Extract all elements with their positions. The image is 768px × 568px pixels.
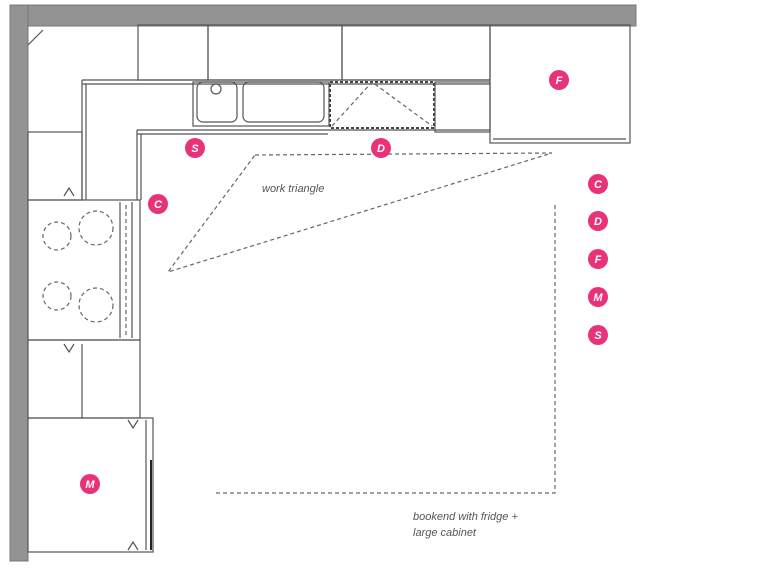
bookend-label-1: bookend with fridge +	[413, 511, 518, 523]
marker-microwave: M	[80, 474, 100, 494]
svg-text:microwave oven: microwave oven	[626, 293, 712, 305]
fridge	[489, 24, 631, 144]
svg-text:S: S	[191, 143, 199, 155]
svg-text:sink: sink	[626, 331, 649, 343]
svg-text:D: D	[594, 216, 602, 228]
svg-text:fridge: fridge	[626, 255, 657, 267]
bookend-line: bookend with fridge + large cabinet	[215, 205, 556, 539]
marker-dishwasher: D	[371, 138, 391, 158]
svg-text:C: C	[594, 179, 603, 191]
marker-fridge: F	[549, 70, 569, 90]
svg-text:F: F	[556, 75, 563, 87]
svg-text:M: M	[593, 292, 603, 304]
cooktop-burners	[42, 210, 114, 323]
upper-cabinets	[27, 24, 491, 200]
work-triangle: work triangle	[166, 152, 553, 274]
walls	[9, 4, 637, 562]
svg-text:D: D	[377, 143, 385, 155]
svg-text:cooktop: cooktop	[626, 180, 669, 192]
svg-text:M: M	[85, 479, 95, 491]
left-cabinets	[27, 131, 154, 553]
bookend-label-2: large cabinet	[413, 527, 477, 539]
dishwasher	[329, 81, 491, 133]
marker-sink: S	[185, 138, 205, 158]
marker-cooktop: C	[148, 194, 168, 214]
svg-text:F: F	[595, 254, 602, 266]
svg-text:S: S	[594, 330, 602, 342]
sink	[192, 81, 330, 127]
svg-text:C: C	[154, 199, 163, 211]
svg-text:dishwasher: dishwasher	[626, 217, 687, 229]
work-triangle-label: work triangle	[262, 183, 324, 195]
